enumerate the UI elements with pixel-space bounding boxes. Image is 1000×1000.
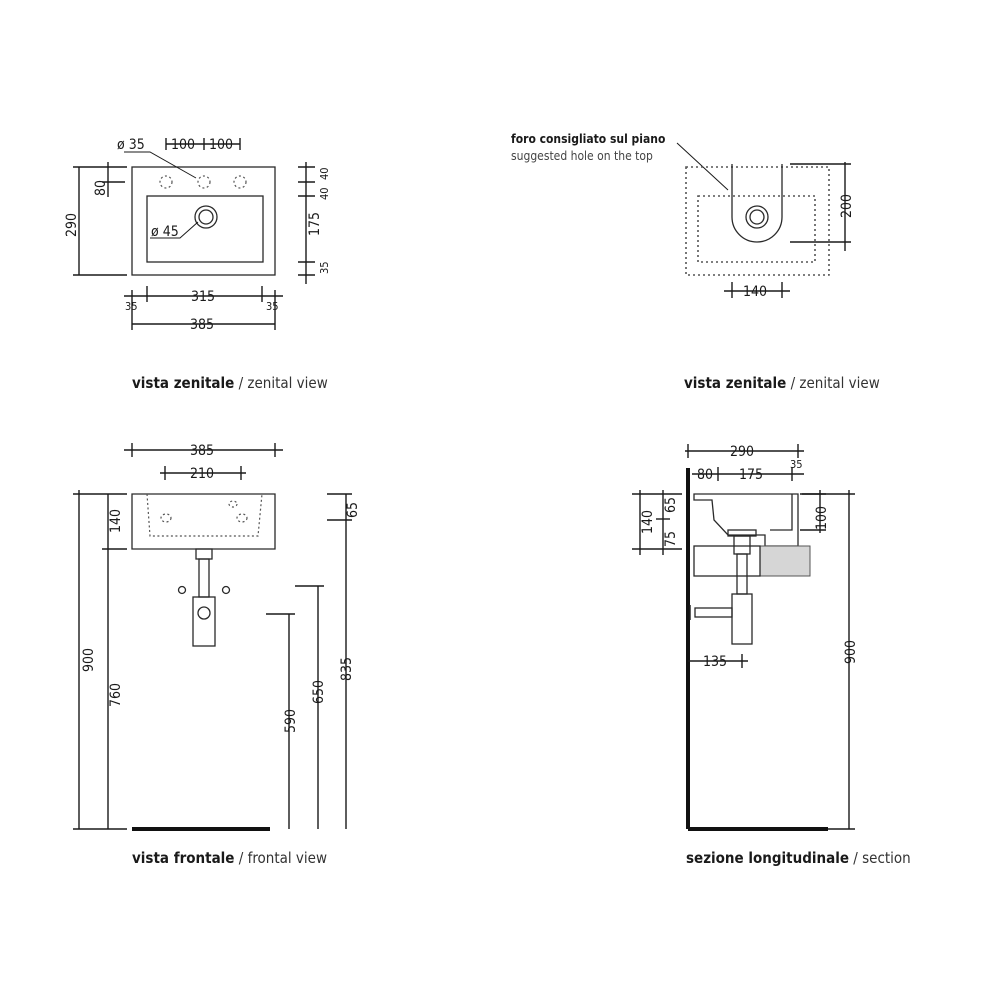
dim-sec-100: 100: [814, 506, 830, 530]
dim-front-760: 760: [108, 683, 124, 707]
caption-bottom-left: vista frontale / frontal view: [132, 849, 327, 867]
wall-fixing-right: [221, 585, 231, 595]
basin-bowl: [146, 195, 264, 263]
view-section: 290 80 175 35 140 65 75 100 900 135 sezi…: [632, 444, 911, 867]
note-suggested-hole-it: foro consigliato sul piano: [511, 132, 665, 146]
wall-fixing-left: [177, 585, 187, 595]
basin-section: [693, 493, 799, 547]
worktop-outline: [685, 166, 830, 276]
dim-bottom-315: 315: [191, 289, 215, 305]
tap-hole-center: [197, 175, 211, 189]
dim-sec-900: 900: [843, 640, 859, 664]
drain-inner-right: [749, 209, 765, 225]
note-suggested-hole-en: suggested hole on the top: [511, 149, 653, 163]
suggested-hole-shape: [731, 164, 783, 243]
basin-front: [131, 493, 276, 550]
caption-top-right: vista zenitale / zenital view: [684, 374, 880, 392]
dim-front-835: 835: [339, 657, 355, 681]
dim-right-175: 175: [307, 212, 323, 236]
dim-hole-spacing-a: 100: [171, 137, 195, 153]
dim-right-40-b: 40: [318, 187, 331, 200]
dim-bottom-35-right: 35: [266, 300, 279, 313]
dim-hole-offset-80: 80: [93, 180, 109, 196]
trap-outlet: [694, 607, 733, 618]
dim-sec-65: 65: [663, 497, 679, 513]
dim-front-650: 650: [311, 680, 327, 704]
dim-bottom-385: 385: [190, 317, 214, 333]
dim-sec-290: 290: [730, 444, 754, 460]
dim-drain-diameter: ø 45: [151, 224, 179, 240]
dim-sec-140: 140: [640, 510, 656, 534]
trap-bottle: [192, 596, 216, 647]
dim-right-35: 35: [318, 261, 331, 274]
trap-bottle-section: [731, 593, 753, 645]
tap-hole-left: [159, 175, 173, 189]
dim-hole-diameter: ø 35: [117, 137, 145, 153]
view-top-zenital-left: ø 35 100 100 290 80 ø 45 40 40 175 35 35…: [64, 137, 331, 392]
drain-inner: [198, 209, 214, 225]
dim-depth-290: 290: [64, 213, 80, 237]
trap-pipe-section: [736, 553, 748, 595]
dim-front-210: 210: [190, 466, 214, 482]
caption-bottom-right: sezione longitudinale / section: [686, 849, 911, 867]
dim-hole-140: 140: [743, 284, 767, 300]
dim-front-385: 385: [190, 443, 214, 459]
dim-sec-135: 135: [703, 654, 727, 670]
dim-hole-spacing-b: 100: [209, 137, 233, 153]
trap-pipe-top: [195, 548, 213, 560]
dim-hole-200: 200: [839, 194, 855, 218]
basin-outline: [131, 166, 276, 276]
basin-front-inner: [146, 493, 263, 537]
dim-sec-175: 175: [739, 467, 763, 483]
tap-hole-right: [233, 175, 247, 189]
dim-bottom-35-left: 35: [125, 300, 138, 313]
drain-outer-right: [745, 205, 769, 229]
caption-top-left: vista zenitale / zenital view: [132, 374, 328, 392]
dim-front-140: 140: [108, 509, 124, 533]
dim-sec-35: 35: [790, 458, 803, 471]
dim-front-590: 590: [283, 709, 299, 733]
worktop-block: [759, 545, 811, 577]
dim-front-65: 65: [345, 502, 361, 518]
trap-pipe: [198, 558, 210, 598]
dim-front-900: 900: [81, 648, 97, 672]
view-frontal: 385 210 900 140 760 590 65: [73, 443, 361, 867]
dim-right-40-a: 40: [318, 167, 331, 180]
worktop-inner: [697, 195, 816, 263]
dim-sec-75: 75: [663, 531, 679, 547]
view-top-zenital-right: foro consigliato sul piano suggested hol…: [511, 132, 880, 392]
dim-sec-80: 80: [697, 467, 713, 483]
drain-outer: [194, 205, 218, 229]
